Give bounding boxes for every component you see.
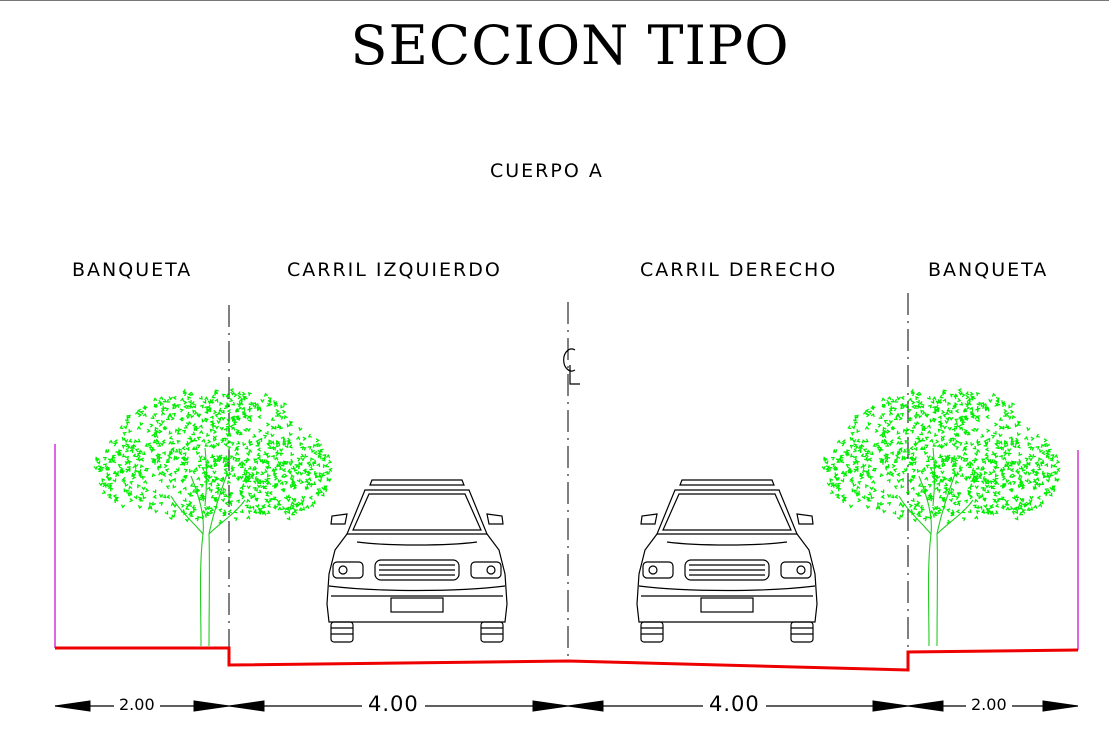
car-front-icon <box>326 479 508 643</box>
dimension-arrow-icon <box>54 700 1079 712</box>
dimension-line <box>54 700 1079 712</box>
label-banqueta-left: BANQUETA <box>72 259 193 281</box>
drawing-title: SECCION TIPO <box>350 14 790 77</box>
tree-icon <box>821 388 1061 647</box>
dimension-carril-izquierdo: 4.00 <box>362 692 425 716</box>
label-carril-izquierdo: CARRIL IZQUIERDO <box>287 259 502 281</box>
dimension-carril-derecho: 4.00 <box>703 692 766 716</box>
dimension-banqueta-right: 2.00 <box>966 695 1012 714</box>
car-front-icon <box>636 479 818 643</box>
label-banqueta-right: BANQUETA <box>928 259 1049 281</box>
tree-icon <box>93 388 333 647</box>
dimension-banqueta-left: 2.00 <box>114 695 160 714</box>
centerline-icon <box>563 348 580 385</box>
section-subtitle: CUERPO A <box>490 160 604 182</box>
label-carril-derecho: CARRIL DERECHO <box>640 259 838 281</box>
top-border <box>0 0 1109 1</box>
road-profile <box>55 646 1079 672</box>
